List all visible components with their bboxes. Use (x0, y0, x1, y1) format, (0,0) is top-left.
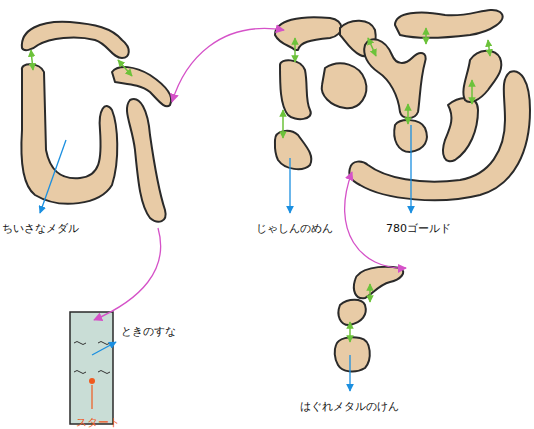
start-dot (89, 378, 95, 384)
item-label: はぐれメタルのけん (300, 396, 399, 414)
leader-arrow (40, 125, 411, 391)
label-text: 780ゴールド (386, 222, 451, 235)
floor-link (94, 28, 406, 320)
label-text: ちいさなメダル (2, 222, 79, 235)
start-leader (91, 385, 92, 409)
label-text: ときのすな (121, 325, 176, 338)
label-text: スタート (76, 416, 120, 429)
stair-link (31, 28, 490, 342)
stair-marks (74, 342, 110, 374)
label-text: はぐれメタルのけん (300, 400, 399, 413)
start-room (70, 312, 113, 424)
label-text: じゃしんのめん (256, 222, 333, 235)
item-label: 780ゴールド (386, 218, 451, 236)
item-label: ときのすな (121, 321, 176, 339)
item-label: スタート (76, 412, 120, 429)
item-label: ちいさなメダル (2, 218, 79, 236)
item-label: じゃしんのめん (256, 218, 333, 236)
